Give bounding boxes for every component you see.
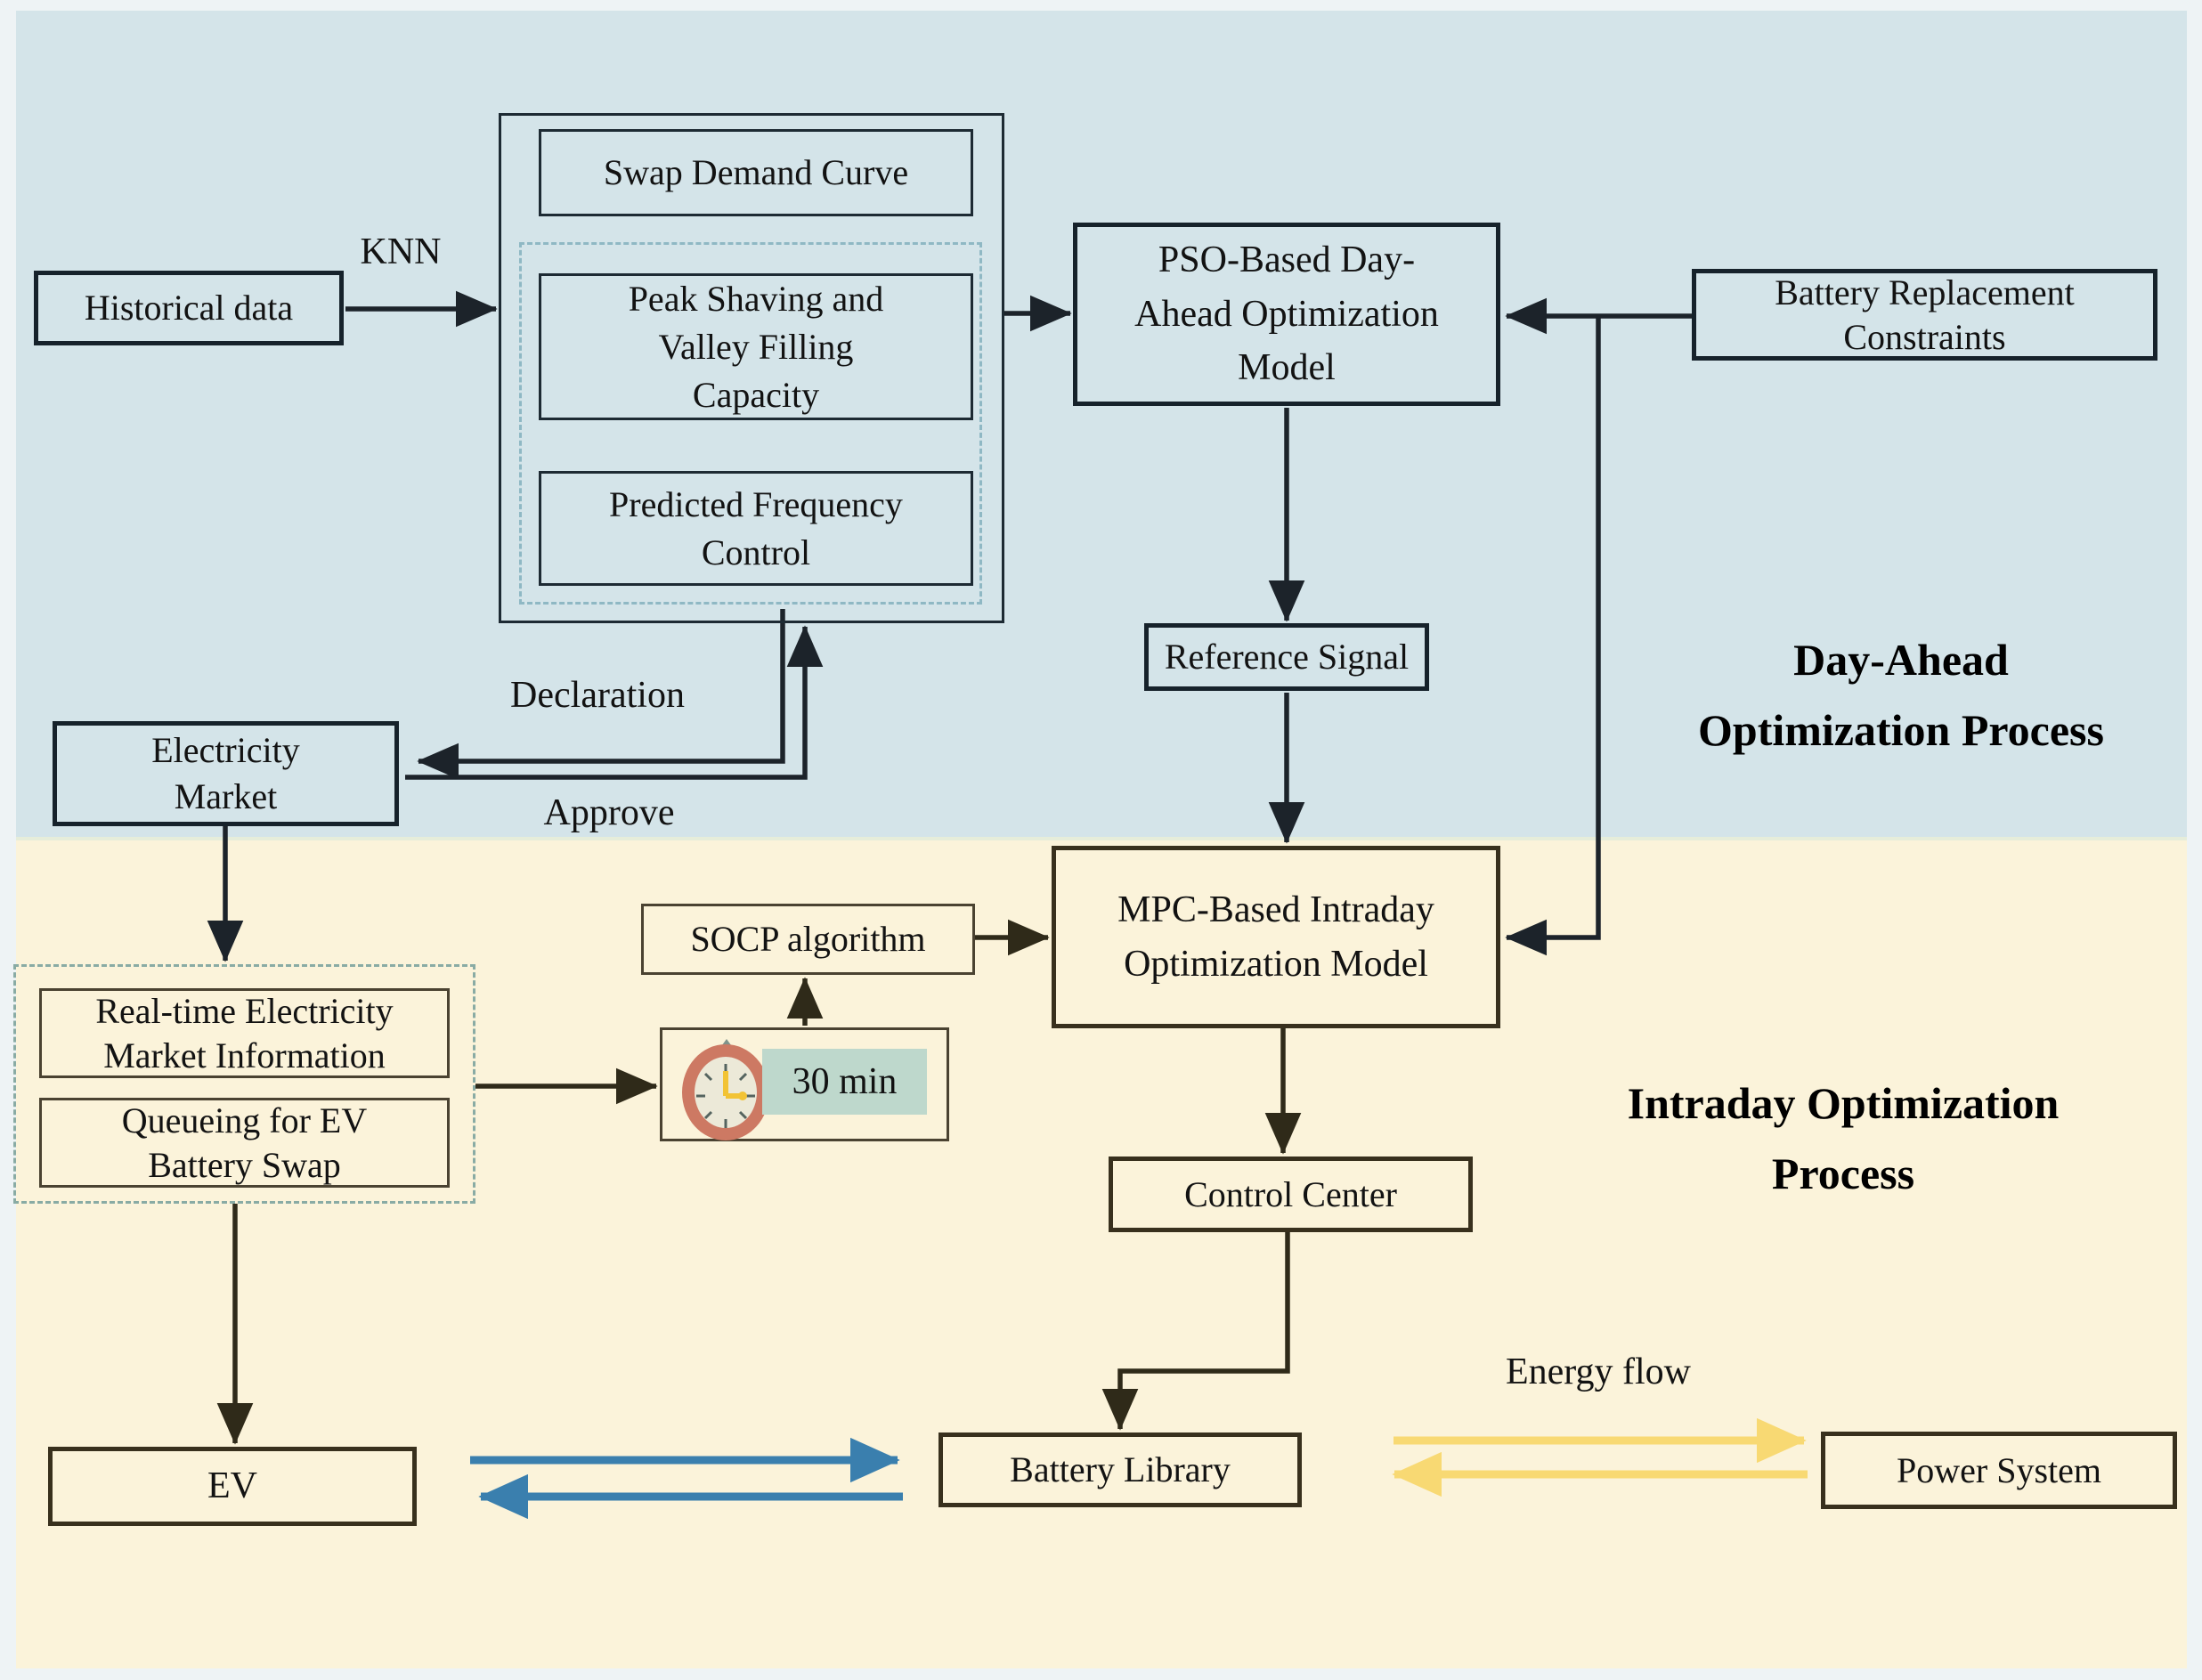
day-ahead-region [16,11,2187,837]
reference-signal-label: Reference Signal [1164,637,1410,677]
control-center-label: Control Center [1184,1173,1397,1214]
day-ahead-title-line2: Optimization Process [1698,705,2104,755]
battery-library-box: Battery Library [938,1432,1302,1507]
mpc-intraday-model-box: MPC-Based Intraday Optimization Model [1052,846,1500,1028]
electricity-market-line1: Electricity [151,730,300,770]
realtime-info-line1: Real-time Electricity [95,990,394,1031]
pso-line1: PSO-Based Day- [1158,239,1416,280]
mpc-line1: MPC-Based Intraday [1117,889,1434,930]
clock-icon [682,1039,769,1140]
queueing-box: Queueing for EV Battery Swap [39,1098,450,1188]
ev-box: EV [48,1447,417,1526]
battery-constraints-box: Battery Replacement Constraints [1692,269,2157,361]
pso-line2: Ahead Optimization [1134,293,1439,335]
mpc-line2: Optimization Model [1124,943,1428,985]
realtime-market-info-box: Real-time Electricity Market Information [39,988,450,1078]
historical-data-label: Historical data [84,288,294,328]
peak-shaving-line2: Valley Filling [658,326,854,367]
intraday-process-title: Intraday Optimization Process [1442,1068,2202,1209]
power-system-box: Power System [1821,1432,2177,1509]
queueing-line1: Queueing for EV [121,1100,368,1140]
predicted-frequency-box: Predicted Frequency Control [539,471,973,586]
socp-label: SOCP algorithm [690,919,926,959]
socp-algorithm-box: SOCP algorithm [641,904,975,975]
peak-shaving-box: Peak Shaving and Valley Filling Capacity [539,273,973,420]
prediction-group-box [499,113,1004,623]
power-system-label: Power System [1897,1449,2101,1490]
interval-badge: 30 min [762,1049,927,1115]
realtime-info-line2: Market Information [103,1035,386,1075]
control-center-box: Control Center [1109,1157,1473,1232]
peak-shaving-line3: Capacity [692,374,820,415]
declaration-edge-label: Declaration [510,675,685,716]
intraday-title-line2: Process [1771,1148,1915,1198]
approve-edge-label: Approve [543,792,675,833]
capability-dashed-group [519,242,982,605]
intraday-title-line1: Intraday Optimization [1627,1078,2060,1128]
intraday-region [16,837,2187,1668]
peak-shaving-line1: Peak Shaving and [628,278,884,319]
knn-edge-label: KNN [360,231,442,272]
predicted-frequency-line1: Predicted Frequency [609,483,903,524]
swap-demand-curve-label: Swap Demand Curve [603,152,909,192]
battery-constraints-line1: Battery Replacement [1775,272,2075,312]
pso-day-ahead-model-box: PSO-Based Day- Ahead Optimization Model [1073,223,1500,406]
battery-library-label: Battery Library [1010,1449,1231,1489]
energy-flow-edge-label: Energy flow [1505,1351,1691,1392]
day-ahead-title-line1: Day-Ahead [1793,635,2009,685]
day-ahead-process-title: Day-Ahead Optimization Process [1500,625,2202,766]
predicted-frequency-line2: Control [701,532,811,572]
battery-constraints-line2: Constraints [1843,316,2006,357]
ev-label: EV [207,1465,257,1507]
interval-clock-box: 30 min [660,1027,949,1141]
queueing-line2: Battery Swap [148,1144,341,1185]
pso-line3: Model [1238,347,1336,389]
swap-demand-curve-box: Swap Demand Curve [539,129,973,216]
historical-data-box: Historical data [34,271,344,345]
electricity-market-line2: Market [174,776,278,816]
realtime-dashed-group [13,964,475,1204]
electricity-market-box: Electricity Market [53,721,399,826]
reference-signal-box: Reference Signal [1144,623,1429,691]
